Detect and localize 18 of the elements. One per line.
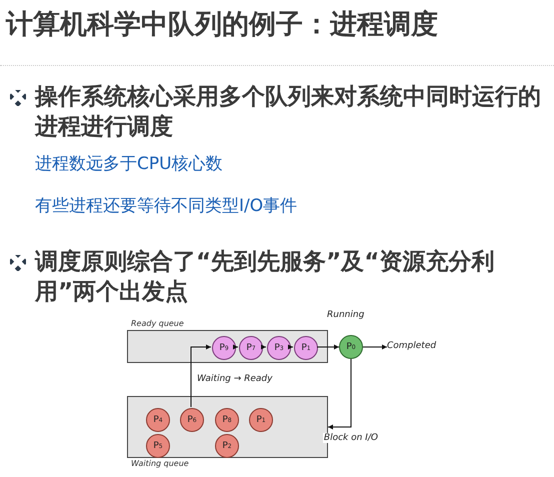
edge-label: Waiting → Ready (196, 374, 274, 384)
sub-point-text: 进程数远多于CPU核心数 (35, 153, 223, 175)
arrow (362, 344, 388, 350)
arrow (190, 344, 212, 408)
sub-point-text: 有些进程还要等待不同类型I/O事件 (35, 195, 298, 217)
arrow (261, 344, 266, 350)
queue-title: Ready queue (131, 319, 184, 328)
slide-title: 计算机科学中队列的例子：进程调度 (6, 8, 438, 42)
arrow (328, 358, 352, 430)
bullet-text: 调度原则综合了“先到先服务”及“资源充分利用”两个出发点 (35, 248, 496, 307)
arrow (233, 344, 238, 350)
bullet-text: 操作系统核心采用多个队列来对系统中同时运行的进程进行调度 (35, 83, 542, 142)
queue-title: Waiting queue (131, 459, 189, 468)
arrow (316, 344, 340, 350)
arrow (288, 344, 294, 350)
state-label: Running (327, 310, 364, 320)
edge-label: Block on I/O (322, 433, 379, 443)
state-label: Completed (387, 341, 436, 351)
